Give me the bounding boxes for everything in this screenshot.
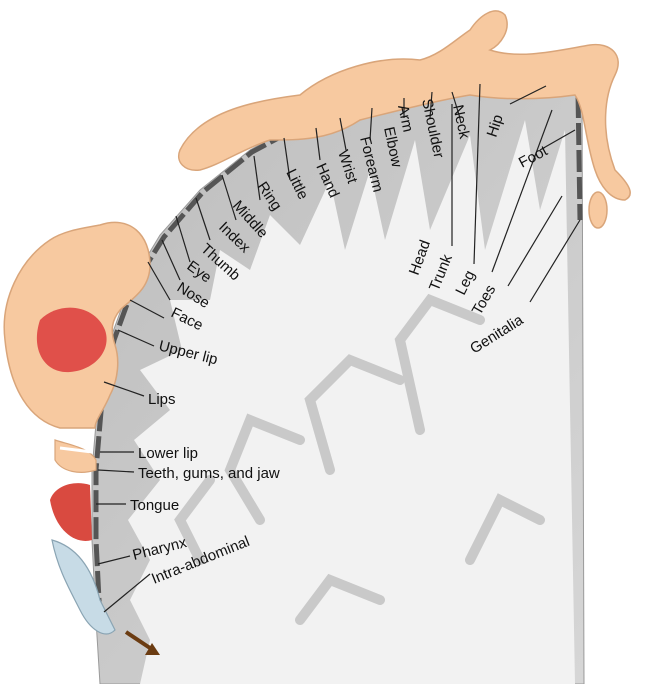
label-lips: Lips — [148, 391, 176, 408]
label-lower-lip: Lower lip — [138, 445, 198, 462]
label-tongue: Tongue — [130, 497, 179, 514]
label-teeth-gums-jaw: Teeth, gums, and jaw — [138, 465, 280, 482]
